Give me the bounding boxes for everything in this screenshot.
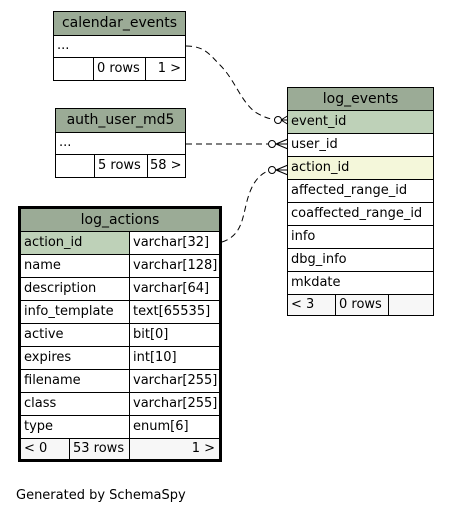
edge-end-circle [268, 166, 276, 174]
edge-calendar-events-to-event-id [185, 45, 283, 121]
table-calendar-events[interactable]: calendar_events ... 0 rows 1 > [53, 11, 186, 81]
table-footer-row: 5 rows 58 > [56, 155, 185, 177]
table-ellipsis-row: ... [54, 36, 185, 58]
column-row[interactable]: event_id [288, 111, 433, 134]
column-type: varchar[128] [129, 255, 219, 277]
children-link[interactable]: 58 > [147, 155, 185, 177]
table-header[interactable]: log_actions [21, 209, 219, 232]
column-name: type [24, 419, 54, 434]
column-name: action_id [291, 160, 350, 175]
generated-by-caption: Generated by SchemaSpy [16, 488, 186, 503]
column-name: coaffected_range_id [291, 206, 423, 221]
column-row[interactable]: affected_range_id [288, 180, 433, 203]
column-row[interactable]: description varchar[64] [21, 278, 219, 301]
column-type: varchar[64] [129, 278, 219, 300]
row-count: 5 rows [94, 155, 147, 177]
ellipsis: ... [57, 38, 70, 53]
column-type: varchar[255] [129, 370, 219, 392]
edge-end-circle [274, 116, 282, 124]
table-footer-row: < 3 0 rows [288, 295, 433, 315]
column-row[interactable]: filename varchar[255] [21, 370, 219, 393]
column-type: int[10] [129, 347, 219, 369]
column-name: action_id [21, 232, 129, 254]
column-row[interactable]: action_id [288, 157, 433, 180]
table-ellipsis-row: ... [56, 133, 185, 155]
parents-link[interactable]: < 0 [24, 441, 48, 456]
column-name: event_id [291, 114, 347, 129]
column-name: class [24, 396, 57, 411]
column-row[interactable]: active bit[0] [21, 324, 219, 347]
table-header[interactable]: calendar_events [54, 12, 185, 36]
table-header[interactable]: auth_user_md5 [56, 109, 185, 133]
edge-end-crowfoot [275, 164, 289, 176]
column-name: active [24, 327, 64, 342]
column-type: varchar[32] [129, 232, 219, 254]
children-cell [388, 295, 433, 315]
column-name: filename [24, 373, 81, 388]
column-name: info_template [24, 304, 114, 319]
column-row[interactable]: expires int[10] [21, 347, 219, 370]
column-name: description [24, 281, 97, 296]
column-name: name [24, 258, 61, 273]
table-log-events[interactable]: log_events event_id user_id action_id af… [287, 87, 434, 316]
table-auth-user-md5[interactable]: auth_user_md5 ... 5 rows 58 > [55, 108, 186, 178]
column-type: enum[6] [129, 416, 219, 438]
column-row[interactable]: name varchar[128] [21, 255, 219, 278]
ellipsis: ... [59, 135, 72, 150]
children-link[interactable]: 1 > [129, 439, 219, 459]
column-row[interactable]: info [288, 226, 433, 249]
column-name: info [291, 229, 316, 244]
parents-link[interactable]: < 3 [291, 297, 315, 312]
table-footer-row: 0 rows 1 > [54, 58, 185, 80]
column-row[interactable]: type enum[6] [21, 416, 219, 439]
column-name: affected_range_id [291, 183, 408, 198]
column-type: text[65535] [129, 301, 219, 323]
column-name: expires [24, 350, 72, 365]
table-log-actions[interactable]: log_actions action_id varchar[32] name v… [18, 206, 222, 462]
column-row[interactable]: class varchar[255] [21, 393, 219, 416]
parents-cell [56, 155, 94, 177]
column-row[interactable]: dbg_info [288, 249, 433, 272]
row-count: 53 rows [69, 439, 129, 459]
edge-log-actions-to-action-id [221, 170, 269, 243]
column-row[interactable]: coaffected_range_id [288, 203, 433, 226]
column-row[interactable]: info_template text[65535] [21, 301, 219, 324]
table-header[interactable]: log_events [288, 88, 433, 111]
parents-cell [54, 58, 93, 80]
row-count: 0 rows [335, 295, 388, 315]
row-count: 0 rows [93, 58, 145, 80]
column-name: mkdate [291, 275, 341, 290]
children-link[interactable]: 1 > [145, 58, 185, 80]
table-footer-row: < 0 53 rows 1 > [21, 439, 219, 459]
edge-end-circle [268, 140, 276, 148]
column-type: bit[0] [129, 324, 219, 346]
column-row[interactable]: action_id varchar[32] [21, 232, 219, 255]
edge-end-crowfoot [275, 138, 289, 150]
column-type: varchar[255] [129, 393, 219, 415]
column-name: dbg_info [291, 252, 347, 267]
column-row[interactable]: user_id [288, 134, 433, 157]
column-row[interactable]: mkdate [288, 272, 433, 295]
column-name: user_id [291, 137, 338, 152]
